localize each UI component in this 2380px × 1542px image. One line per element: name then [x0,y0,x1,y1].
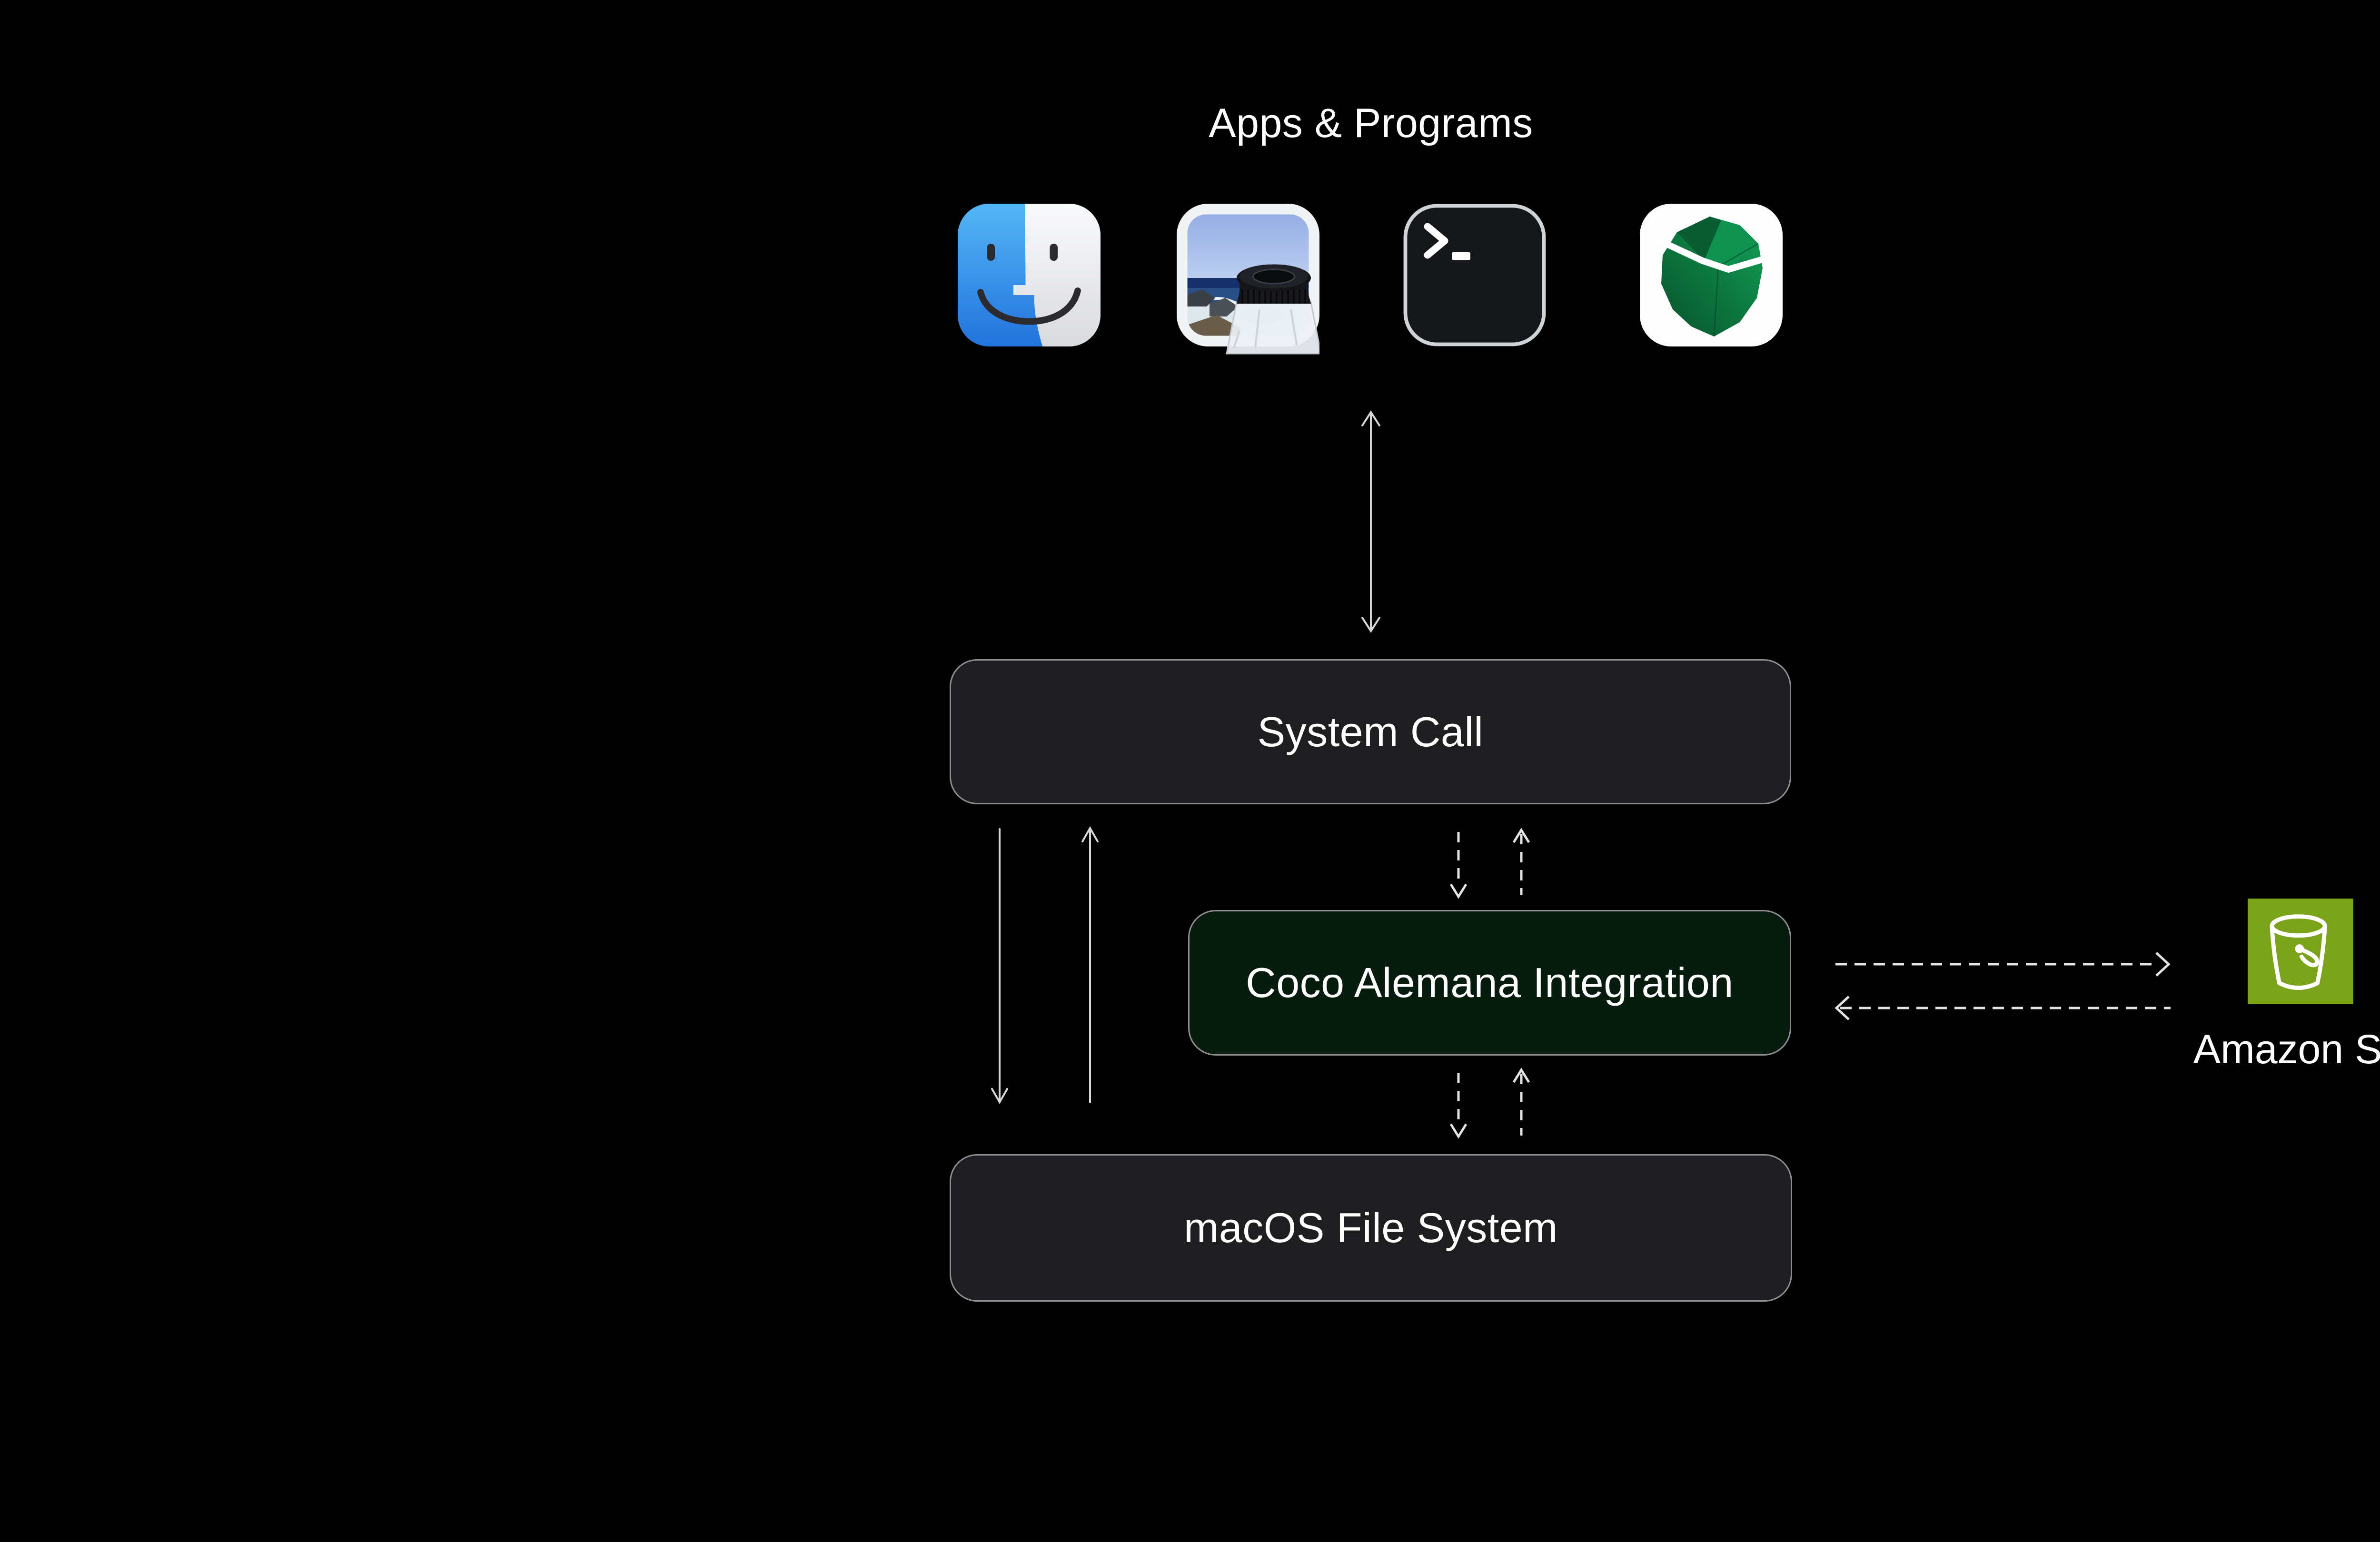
arrow-macos-to-systemcall [1081,826,1099,1103]
arrow-systemcall-to-coco [1449,832,1468,899]
gem-white-slash [1658,237,1764,273]
finder-icon [958,204,1101,346]
arrow-systemcall-to-macos [991,828,1008,1105]
finder-icon-graphic [958,204,1101,346]
amazon-s3-bucket-icon [2248,899,2353,1004]
terminal-prompt-chevron [1424,223,1448,259]
system-call-node: System Call [950,659,1791,804]
arrow-coco-to-systemcall [1512,828,1530,895]
coco-alemana-icon-graphic [1640,204,1783,346]
arrow-macos-to-coco [1512,1068,1530,1136]
coco-alemana-integration-label: Coco Alemana Integration [1246,959,1734,1006]
coco-alemana-integration-node: Coco Alemana Integration [1188,910,1791,1056]
terminal-prompt-underscore [1452,252,1470,260]
terminal-icon [1403,204,1546,346]
preview-icon [1177,204,1319,355]
arrow-apps-systemcall [1361,410,1380,633]
apps-programs-title: Apps & Programs [1209,100,1533,146]
arrow-s3-to-coco [1835,996,2171,1020]
arrow-coco-to-s3 [1835,952,2171,977]
arrow-coco-to-macos [1449,1073,1468,1139]
macos-file-system-label: macOS File System [1184,1204,1558,1251]
terminal-icon-graphic [1403,204,1546,346]
system-call-label: System Call [1257,708,1484,755]
macos-file-system-node: macOS File System [950,1154,1792,1302]
preview-icon-graphic [1177,204,1319,355]
coco-alemana-app-icon [1640,204,1783,346]
s3-bucket-icon-graphic [2248,899,2353,1004]
preview-loupe [1226,264,1319,355]
amazon-s3-label: Amazon S3 [2193,1027,2380,1072]
